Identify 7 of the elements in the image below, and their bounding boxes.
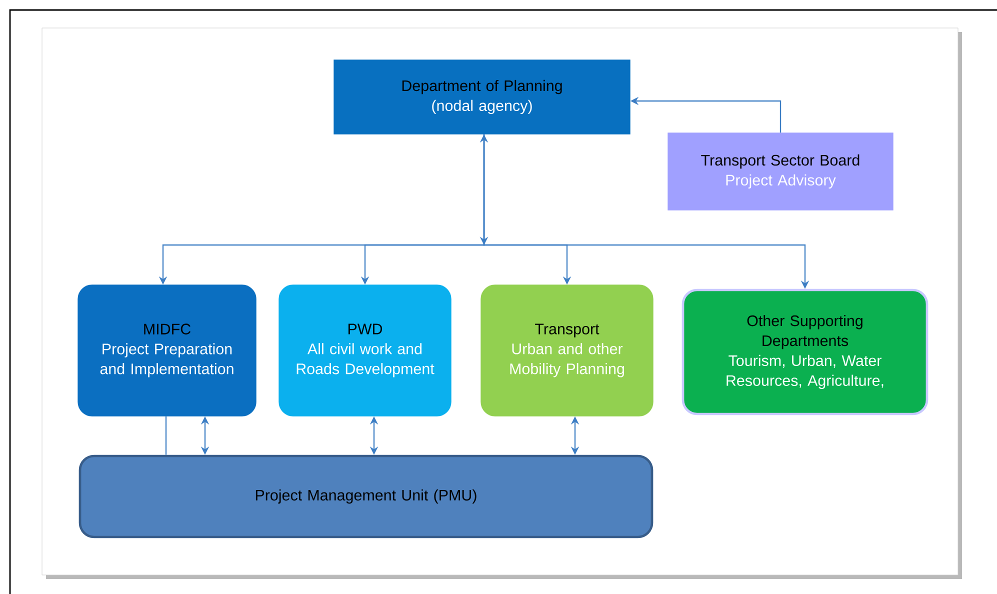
- agency-box: Department of Planning (nodal agency): [334, 60, 630, 134]
- department-box: MIDFC Project Preparation and Implementation: [78, 284, 256, 416]
- department-box: Other Supporting Departments Tourism, Urban, Water Resources, Agriculture,: [682, 288, 928, 416]
- department-box: Transport Urban and other Mobility Planning: [480, 284, 654, 416]
- unit-box: Project Management Unit (PMU): [78, 454, 654, 538]
- board-box: Transport Sector Board Project Advisory: [668, 132, 894, 210]
- department-box: PWD All civil work and Roads Development: [278, 284, 452, 416]
